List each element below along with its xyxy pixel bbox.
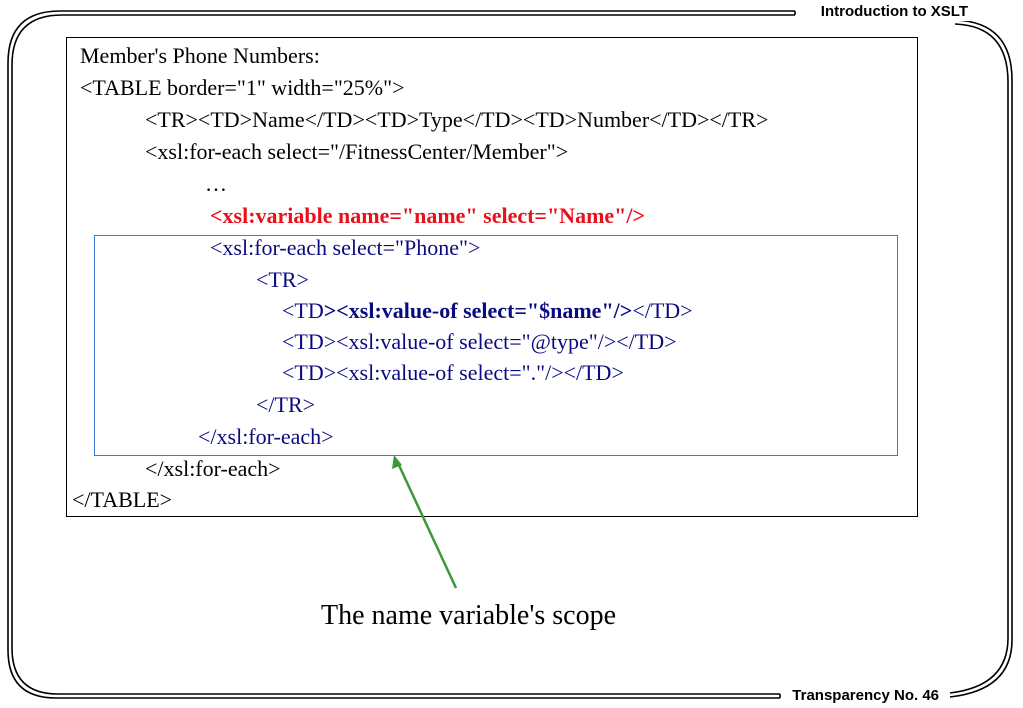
frame-border-inner xyxy=(11,14,795,695)
code-line-15: </TABLE> xyxy=(72,487,173,512)
frame-border-right xyxy=(949,19,1013,698)
scope-caption: The name variable's scope xyxy=(321,600,617,631)
code-line-8: <TR> xyxy=(256,267,309,292)
code-line-9-value-of-name: ><xsl:value-of select="$name"/> xyxy=(323,298,633,323)
code-line-variable-declaration: <xsl:variable name="name" select="Name"/… xyxy=(210,203,646,228)
code-line-12: </TR> xyxy=(256,392,316,417)
code-line-9: <TD><xsl:value-of select="$name"/></TD> xyxy=(282,297,693,325)
frame-border-outer xyxy=(7,10,795,699)
code-line-3: <TR><TD>Name</TD><TD>Type</TD><TD>Number… xyxy=(145,107,769,132)
code-line-5: … xyxy=(205,171,227,196)
scope-box xyxy=(94,235,898,456)
code-line-9-close: </TD> xyxy=(632,298,693,323)
code-line-2: <TABLE border="1" width="25%"> xyxy=(80,75,405,100)
code-line-13: </xsl:for-each> xyxy=(198,424,334,449)
code-line-1: Member's Phone Numbers: xyxy=(80,43,320,68)
code-box xyxy=(66,37,918,517)
slide-header-title: Introduction to XSLT xyxy=(817,3,971,21)
code-line-9-open: <TD xyxy=(282,298,324,323)
frame-border-right-inner xyxy=(949,23,1009,694)
code-line-7: <xsl:for-each select="Phone"> xyxy=(210,235,481,260)
code-line-10: <TD><xsl:value-of select="@type"/></TD> xyxy=(282,329,677,354)
code-line-11: <TD><xsl:value-of select="."/></TD> xyxy=(282,360,624,385)
code-line-4: <xsl:for-each select="/FitnessCenter/Mem… xyxy=(145,139,569,164)
code-line-14: </xsl:for-each> xyxy=(145,456,281,481)
slide-footer-label: Transparency No. 46 xyxy=(788,687,943,705)
